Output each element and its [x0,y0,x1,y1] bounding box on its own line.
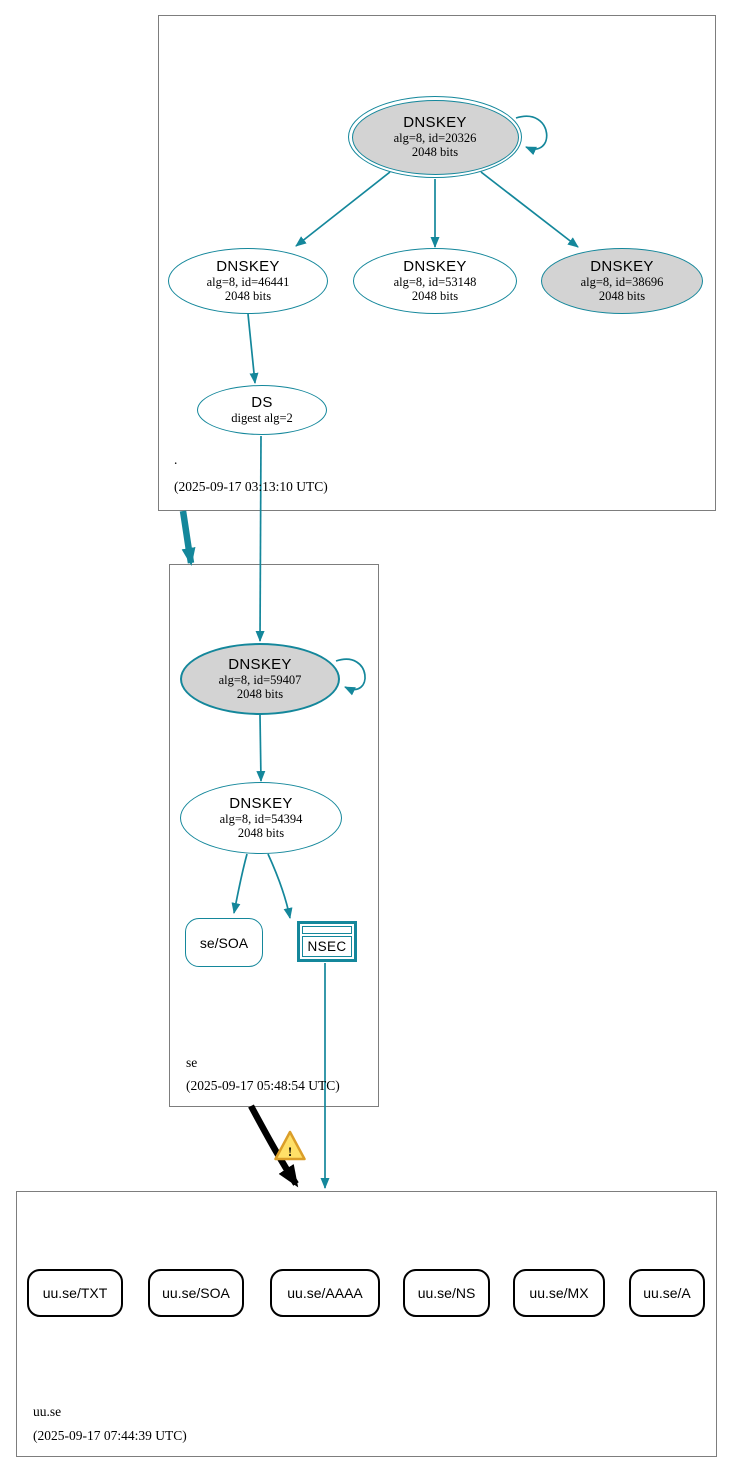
rrset-label: uu.se/TXT [42,1285,108,1301]
node-detail: alg=8, id=53148 [393,275,477,290]
ds-node[interactable]: DS digest alg=2 [197,385,327,435]
dnskey-node-46441[interactable]: DNSKEY alg=8, id=46441 2048 bits [168,248,328,314]
zone-box-uu-se [16,1191,717,1457]
zone-label-uu-se: uu.se [33,1404,62,1419]
node-detail: alg=8, id=46441 [206,275,290,290]
zone-timestamp-root: (2025-09-17 03:13:10 UTC) [174,479,328,494]
node-detail: 2048 bits [411,289,459,304]
rrset-node-uu-se-mx[interactable]: uu.se/MX [513,1269,605,1317]
dnskey-node-54394[interactable]: DNSKEY alg=8, id=54394 2048 bits [180,782,342,854]
zone-timestamp-se: (2025-09-17 05:48:54 UTC) [186,1078,340,1093]
rrset-node-uu-se-txt[interactable]: uu.se/TXT [27,1269,123,1317]
dnskey-node-59407[interactable]: DNSKEY alg=8, id=59407 2048 bits [180,643,340,715]
warning-icon[interactable]: ! [274,1130,306,1161]
zone-label-root: . [174,452,178,467]
node-detail: 2048 bits [237,826,285,841]
node-title: DNSKEY [229,794,293,812]
rrset-label: uu.se/MX [529,1285,589,1301]
rrset-node-uu-se-aaaa[interactable]: uu.se/AAAA [270,1269,380,1317]
rrset-label: uu.se/A [643,1285,691,1301]
rrset-label: uu.se/NS [417,1285,476,1301]
node-detail: alg=8, id=20326 [393,131,477,146]
node-detail: alg=8, id=54394 [219,812,303,827]
node-title: DNSKEY [403,257,467,275]
dnskey-node-53148[interactable]: DNSKEY alg=8, id=53148 2048 bits [353,248,517,314]
node-title: DNSKEY [228,655,292,673]
rrset-label: uu.se/SOA [162,1285,230,1301]
zone-label-se: se [186,1055,198,1070]
node-detail: alg=8, id=38696 [580,275,664,290]
delegation-arrow-root-to-se [179,510,196,566]
node-detail: digest alg=2 [231,411,293,426]
node-detail: 2048 bits [411,145,459,160]
node-title: DNSKEY [216,257,280,275]
rrset-label: uu.se/AAAA [287,1285,363,1301]
nsec-node[interactable]: NSEC [297,921,357,962]
node-detail: 2048 bits [598,289,646,304]
dnskey-node-38696[interactable]: DNSKEY alg=8, id=38696 2048 bits [541,248,703,314]
node-detail: alg=8, id=59407 [218,673,302,688]
rrset-node-uu-se-ns[interactable]: uu.se/NS [403,1269,490,1317]
nsec-label: NSEC [302,936,352,957]
double-ring [351,99,519,175]
rrset-node-se-soa[interactable]: se/SOA [185,918,263,967]
rrset-label: se/SOA [199,934,249,951]
delegation-arrow-se-to-uu-se [248,1104,299,1188]
nsec-header-cell [302,926,352,934]
rrset-node-uu-se-soa[interactable]: uu.se/SOA [148,1269,244,1317]
node-title: DNSKEY [403,113,467,131]
node-detail: 2048 bits [224,289,272,304]
node-title: DNSKEY [590,257,654,275]
warning-exclamation: ! [288,1144,292,1159]
dnskey-node-20326[interactable]: DNSKEY alg=8, id=20326 2048 bits [348,96,522,178]
zone-timestamp-uu-se: (2025-09-17 07:44:39 UTC) [33,1428,187,1443]
rrset-node-uu-se-a[interactable]: uu.se/A [629,1269,705,1317]
node-detail: 2048 bits [236,687,284,702]
node-title: DS [251,393,273,411]
